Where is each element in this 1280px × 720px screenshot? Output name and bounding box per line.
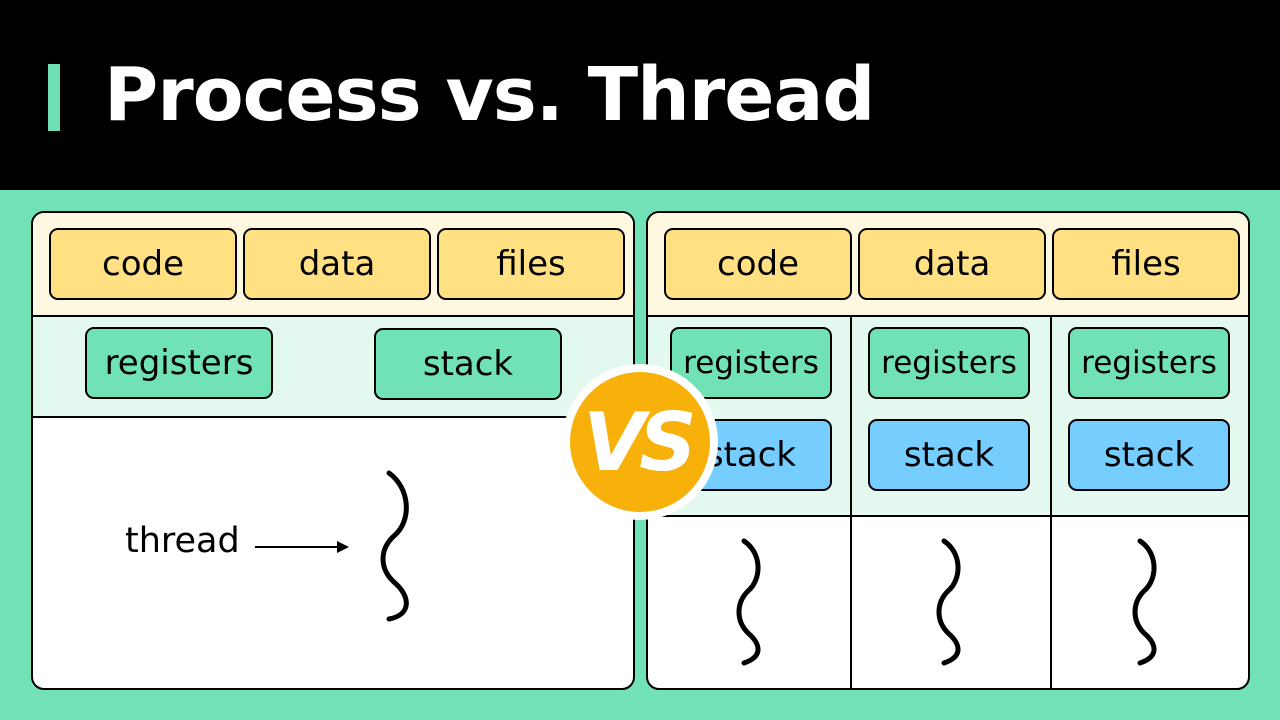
thread-label: thread — [125, 521, 240, 561]
thread-squiggle-icon — [736, 538, 761, 666]
thread-divider — [1050, 317, 1052, 688]
registers-box: registers — [670, 327, 832, 399]
thread-squiggle-icon — [1132, 538, 1157, 666]
multithread-process-panel: code data files registers registers regi… — [646, 211, 1250, 690]
vs-badge-inner: VS — [570, 372, 710, 512]
registers-box: registers — [868, 327, 1030, 399]
process-panel: code data files registers stack thread — [31, 211, 635, 690]
stack-box: stack — [868, 419, 1030, 491]
stack-box: stack — [1068, 419, 1230, 491]
stack-box: stack — [374, 328, 562, 400]
thread-squiggle-icon — [380, 470, 409, 622]
data-box: data — [858, 228, 1046, 300]
header-banner: Process vs. Thread — [0, 0, 1280, 190]
files-box: files — [1052, 228, 1240, 300]
arrow-icon — [255, 541, 349, 553]
code-box: code — [49, 228, 237, 300]
registers-box: registers — [1068, 327, 1230, 399]
page-title: Process vs. Thread — [104, 52, 875, 138]
title-accent-bar — [48, 64, 60, 131]
registers-box: registers — [85, 327, 273, 399]
files-box: files — [437, 228, 625, 300]
vs-badge: VS — [562, 364, 718, 520]
thread-squiggle-icon — [936, 538, 961, 666]
thread-divider — [850, 317, 852, 688]
data-box: data — [243, 228, 431, 300]
vs-label: VS — [583, 395, 697, 489]
code-box: code — [664, 228, 852, 300]
